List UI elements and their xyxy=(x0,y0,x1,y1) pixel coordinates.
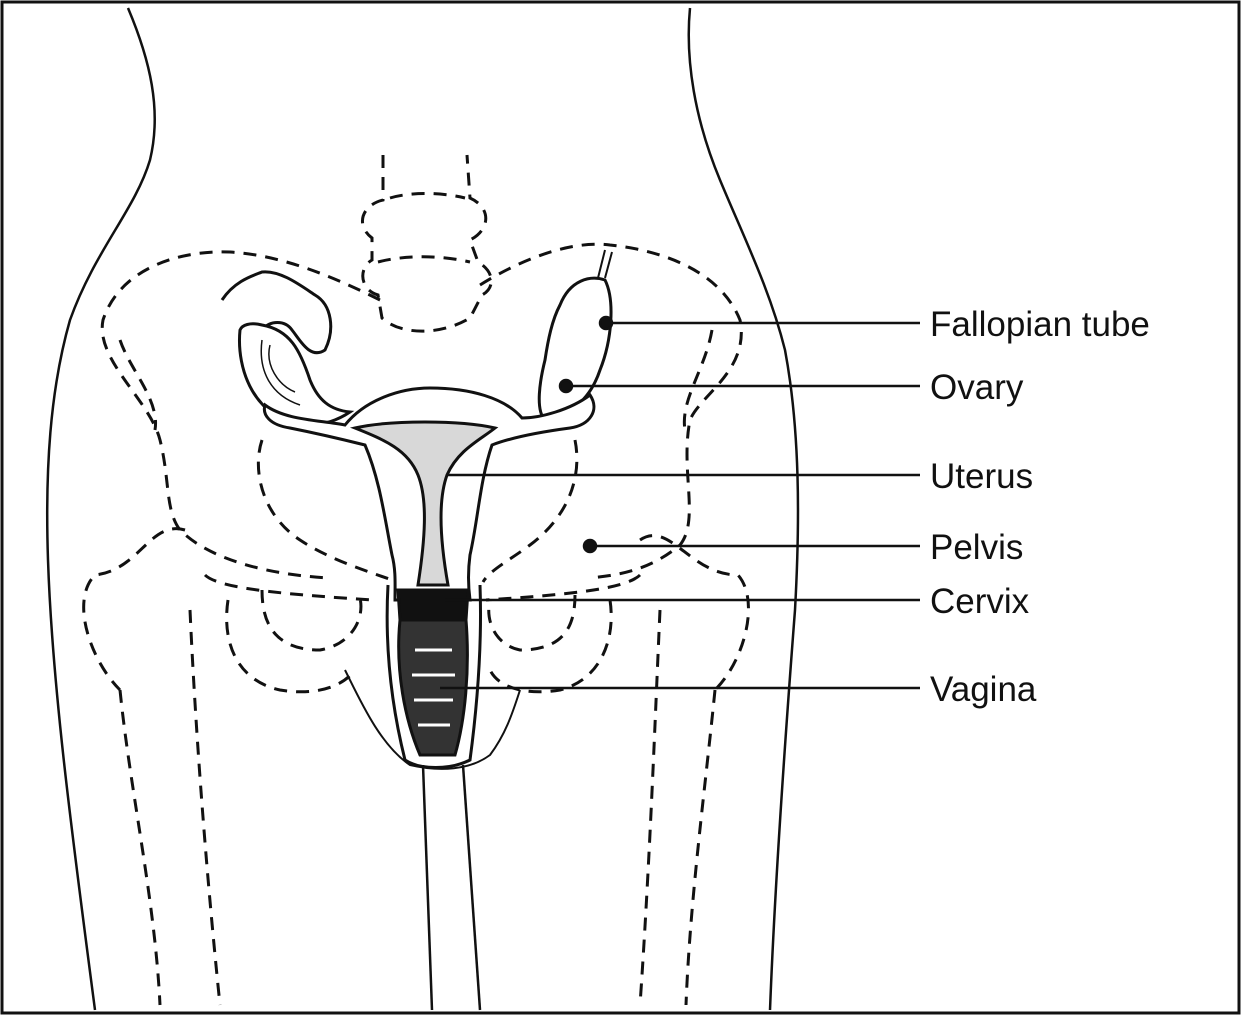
label-cervix: Cervix xyxy=(930,582,1030,621)
label-pelvis: Pelvis xyxy=(930,528,1023,567)
leader-lines xyxy=(440,317,920,688)
leader-dot-fallopian-tube xyxy=(600,317,612,329)
leader-dot-pelvis xyxy=(584,540,596,552)
label-uterus: Uterus xyxy=(930,457,1033,496)
label-ovary: Ovary xyxy=(930,368,1024,407)
label-fallopian-tube: Fallopian tube xyxy=(930,305,1150,344)
label-vagina: Vagina xyxy=(930,670,1037,709)
leader-dot-ovary xyxy=(560,380,572,392)
